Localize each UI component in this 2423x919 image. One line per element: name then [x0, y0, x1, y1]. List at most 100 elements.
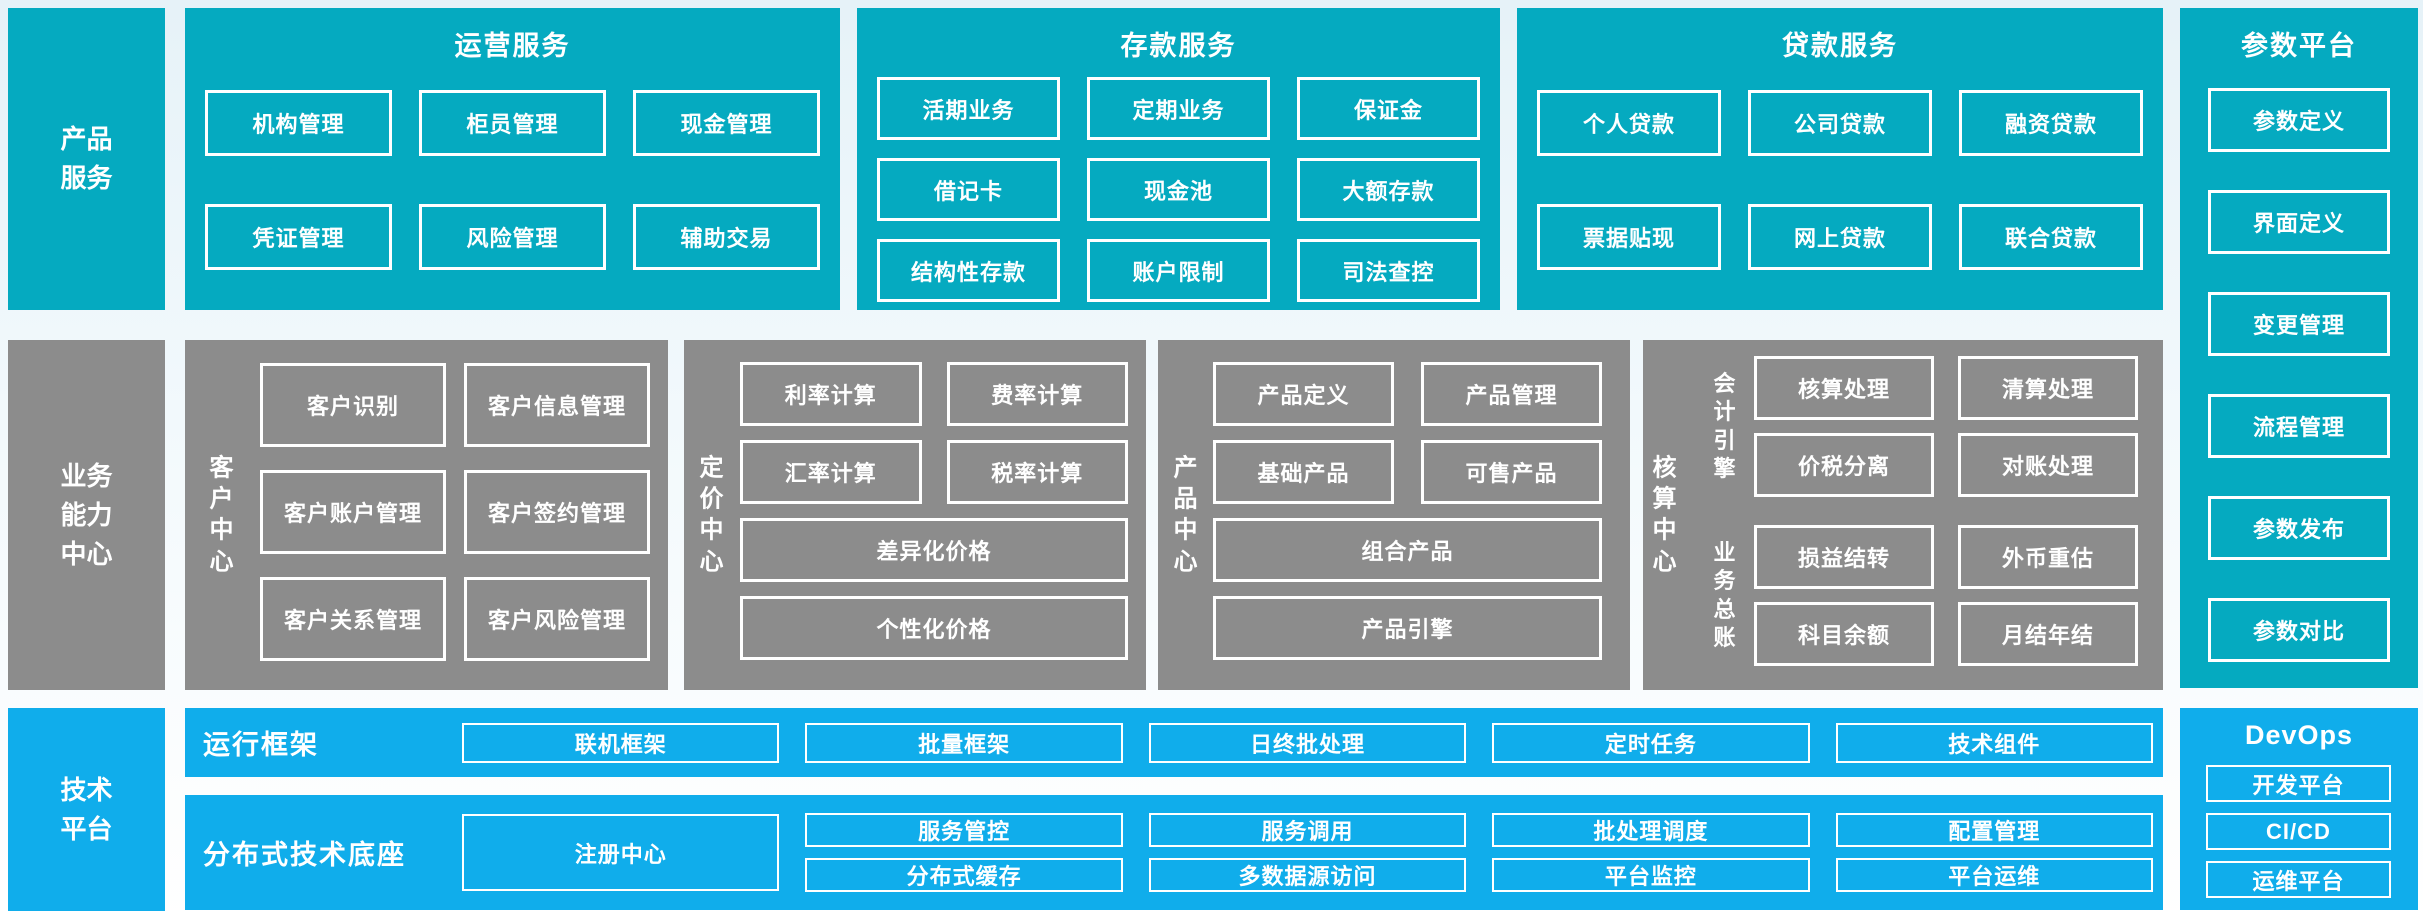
distributed-base-section: 分布式技术底座 注册中心 服务管控 分布式缓存 服务调用 多数据源访问 批处理调… — [185, 795, 2163, 910]
diagram-box: 流程管理 — [2208, 394, 2390, 458]
rail-product-services: 产品服务 — [8, 8, 165, 310]
diagram-box: 批处理调度 — [1492, 813, 1810, 847]
diagram-box: 网上贷款 — [1748, 204, 1932, 270]
product-center-grid: 产品定义 产品管理 基础产品 可售产品 组合产品 产品引擎 — [1213, 362, 1602, 660]
loan-services-section: 贷款服务 个人贷款 公司贷款 融资贷款 票据贴现 网上贷款 联合贷款 — [1517, 8, 2163, 310]
runtime-framework-label: 运行框架 — [203, 730, 319, 760]
diagram-box: 参数对比 — [2208, 598, 2390, 662]
diagram-box: 界面定义 — [2208, 190, 2390, 254]
diagram-box: 客户签约管理 — [464, 470, 650, 554]
distributed-base-column: 服务调用 多数据源访问 — [1148, 813, 1467, 892]
loan-services-grid: 个人贷款 公司贷款 融资贷款 票据贴现 网上贷款 联合贷款 — [1537, 90, 2143, 270]
diagram-box: 保证金 — [1297, 77, 1480, 140]
rail-business-capability: 业务能力中心 — [8, 340, 165, 690]
diagram-box: 产品引擎 — [1213, 596, 1602, 660]
diagram-box: 定期业务 — [1087, 77, 1270, 140]
customer-center-label: 客户中心 — [209, 454, 234, 576]
customer-center-section: 客户中心 客户识别 客户信息管理 客户账户管理 客户签约管理 客户关系管理 客户… — [185, 340, 668, 690]
diagram-box: 客户账户管理 — [260, 470, 446, 554]
accounting-engine-grid: 核算处理 清算处理 价税分离 对账处理 — [1754, 356, 2138, 497]
business-ledger-label: 业务总账 — [1713, 539, 1736, 651]
business-ledger-grid: 损益结转 外币重估 科目余额 月结年结 — [1754, 525, 2138, 666]
accounting-engine-group: 会计引擎 核算处理 清算处理 价税分离 对账处理 — [1712, 356, 2138, 497]
diagram-box: 客户关系管理 — [260, 577, 446, 661]
diagram-box: 运维平台 — [2206, 861, 2391, 898]
parameter-platform-title: 参数平台 — [2241, 31, 2357, 61]
parameter-platform-list: 参数定义 界面定义 变更管理 流程管理 参数发布 参数对比 — [2208, 88, 2390, 662]
diagram-box: 活期业务 — [877, 77, 1060, 140]
devops-section: DevOps 开发平台 CI/CD 运维平台 — [2180, 708, 2418, 910]
diagram-box: 现金管理 — [633, 90, 820, 156]
diagram-box: 参数发布 — [2208, 496, 2390, 560]
deposit-services-title: 存款服务 — [1120, 31, 1237, 61]
diagram-box: 技术组件 — [1835, 722, 2153, 763]
diagram-box: 清算处理 — [1958, 356, 2138, 420]
diagram-box: 多数据源访问 — [1148, 858, 1467, 892]
diagram-box: 联机框架 — [462, 722, 780, 763]
distributed-base-column: 服务管控 分布式缓存 — [805, 813, 1123, 892]
distributed-base-column: 配置管理 平台运维 — [1835, 813, 2153, 892]
diagram-box: 利率计算 — [740, 362, 922, 426]
rail-technology-platform: 技术平台 — [8, 708, 165, 911]
diagram-box: 开发平台 — [2206, 765, 2391, 802]
diagram-box: 票据贴现 — [1537, 204, 1721, 270]
diagram-box: 外币重估 — [1958, 525, 2138, 589]
diagram-box: 差异化价格 — [740, 518, 1128, 582]
diagram-box: 参数定义 — [2208, 88, 2390, 152]
diagram-box: 月结年结 — [1958, 602, 2138, 666]
diagram-box: 个人贷款 — [1537, 90, 1721, 156]
product-center-section: 产品中心 产品定义 产品管理 基础产品 可售产品 组合产品 产品引擎 — [1158, 340, 1630, 690]
diagram-box: 个性化价格 — [740, 596, 1128, 660]
pricing-center-grid: 利率计算 费率计算 汇率计算 税率计算 差异化价格 个性化价格 — [740, 362, 1128, 660]
customer-center-grid: 客户识别 客户信息管理 客户账户管理 客户签约管理 客户关系管理 客户风险管理 — [260, 363, 650, 661]
diagram-box: 产品定义 — [1213, 362, 1394, 426]
diagram-box: 司法查控 — [1297, 239, 1480, 302]
diagram-box: 变更管理 — [2208, 292, 2390, 356]
operations-services-section: 运营服务 机构管理 柜员管理 现金管理 凭证管理 风险管理 辅助交易 — [185, 8, 840, 310]
diagram-box: 费率计算 — [946, 362, 1128, 426]
diagram-box: 科目余额 — [1754, 602, 1934, 666]
diagram-box: 现金池 — [1087, 158, 1270, 221]
diagram-box: 平台监控 — [1492, 858, 1810, 892]
diagram-box: 账户限制 — [1087, 239, 1270, 302]
operations-services-grid: 机构管理 柜员管理 现金管理 凭证管理 风险管理 辅助交易 — [205, 90, 820, 270]
diagram-box: 可售产品 — [1421, 440, 1602, 504]
diagram-box: 服务调用 — [1148, 813, 1467, 847]
registry-center-box: 注册中心 — [462, 814, 780, 891]
deposit-services-section: 存款服务 活期业务 定期业务 保证金 借记卡 现金池 大额存款 结构性存款 账户… — [857, 8, 1500, 310]
diagram-box: 公司贷款 — [1748, 90, 1932, 156]
diagram-box: 批量框架 — [805, 722, 1123, 763]
diagram-box: 税率计算 — [946, 440, 1128, 504]
business-ledger-group: 业务总账 损益结转 外币重估 科目余额 月结年结 — [1712, 525, 2138, 666]
diagram-box: 联合贷款 — [1959, 204, 2143, 270]
diagram-box: 日终批处理 — [1148, 722, 1467, 763]
diagram-box: 客户风险管理 — [464, 577, 650, 661]
diagram-box: 大额存款 — [1297, 158, 1480, 221]
diagram-box: CI/CD — [2206, 813, 2391, 850]
diagram-box: 服务管控 — [805, 813, 1123, 847]
accounting-engine-label: 会计引擎 — [1713, 370, 1736, 482]
accounting-center-label: 核算中心 — [1652, 454, 1677, 576]
diagram-box: 风险管理 — [419, 204, 606, 270]
diagram-box: 结构性存款 — [877, 239, 1060, 302]
devops-list: 开发平台 CI/CD 运维平台 — [2206, 765, 2391, 898]
product-center-label: 产品中心 — [1173, 454, 1198, 576]
diagram-box: 平台运维 — [1835, 858, 2153, 892]
diagram-box: 柜员管理 — [419, 90, 606, 156]
pricing-center-label: 定价中心 — [699, 454, 724, 576]
devops-title: DevOps — [2244, 720, 2354, 750]
rail-technology-platform-label: 技术平台 — [60, 774, 113, 844]
rail-product-services-label: 产品服务 — [60, 124, 113, 193]
diagram-box: 损益结转 — [1754, 525, 1934, 589]
diagram-box: 定时任务 — [1492, 722, 1810, 763]
distributed-base-label: 分布式技术底座 — [203, 840, 406, 870]
diagram-box: 客户识别 — [260, 363, 446, 447]
diagram-box: 基础产品 — [1213, 440, 1394, 504]
loan-services-title: 贷款服务 — [1782, 31, 1898, 61]
diagram-box: 产品管理 — [1421, 362, 1602, 426]
diagram-box: 对账处理 — [1958, 433, 2138, 497]
accounting-center-section: 核算中心 会计引擎 核算处理 清算处理 价税分离 对账处理 业务总账 损益结转 … — [1643, 340, 2163, 690]
operations-services-title: 运营服务 — [454, 31, 571, 61]
rail-business-capability-label: 业务能力中心 — [60, 460, 113, 569]
